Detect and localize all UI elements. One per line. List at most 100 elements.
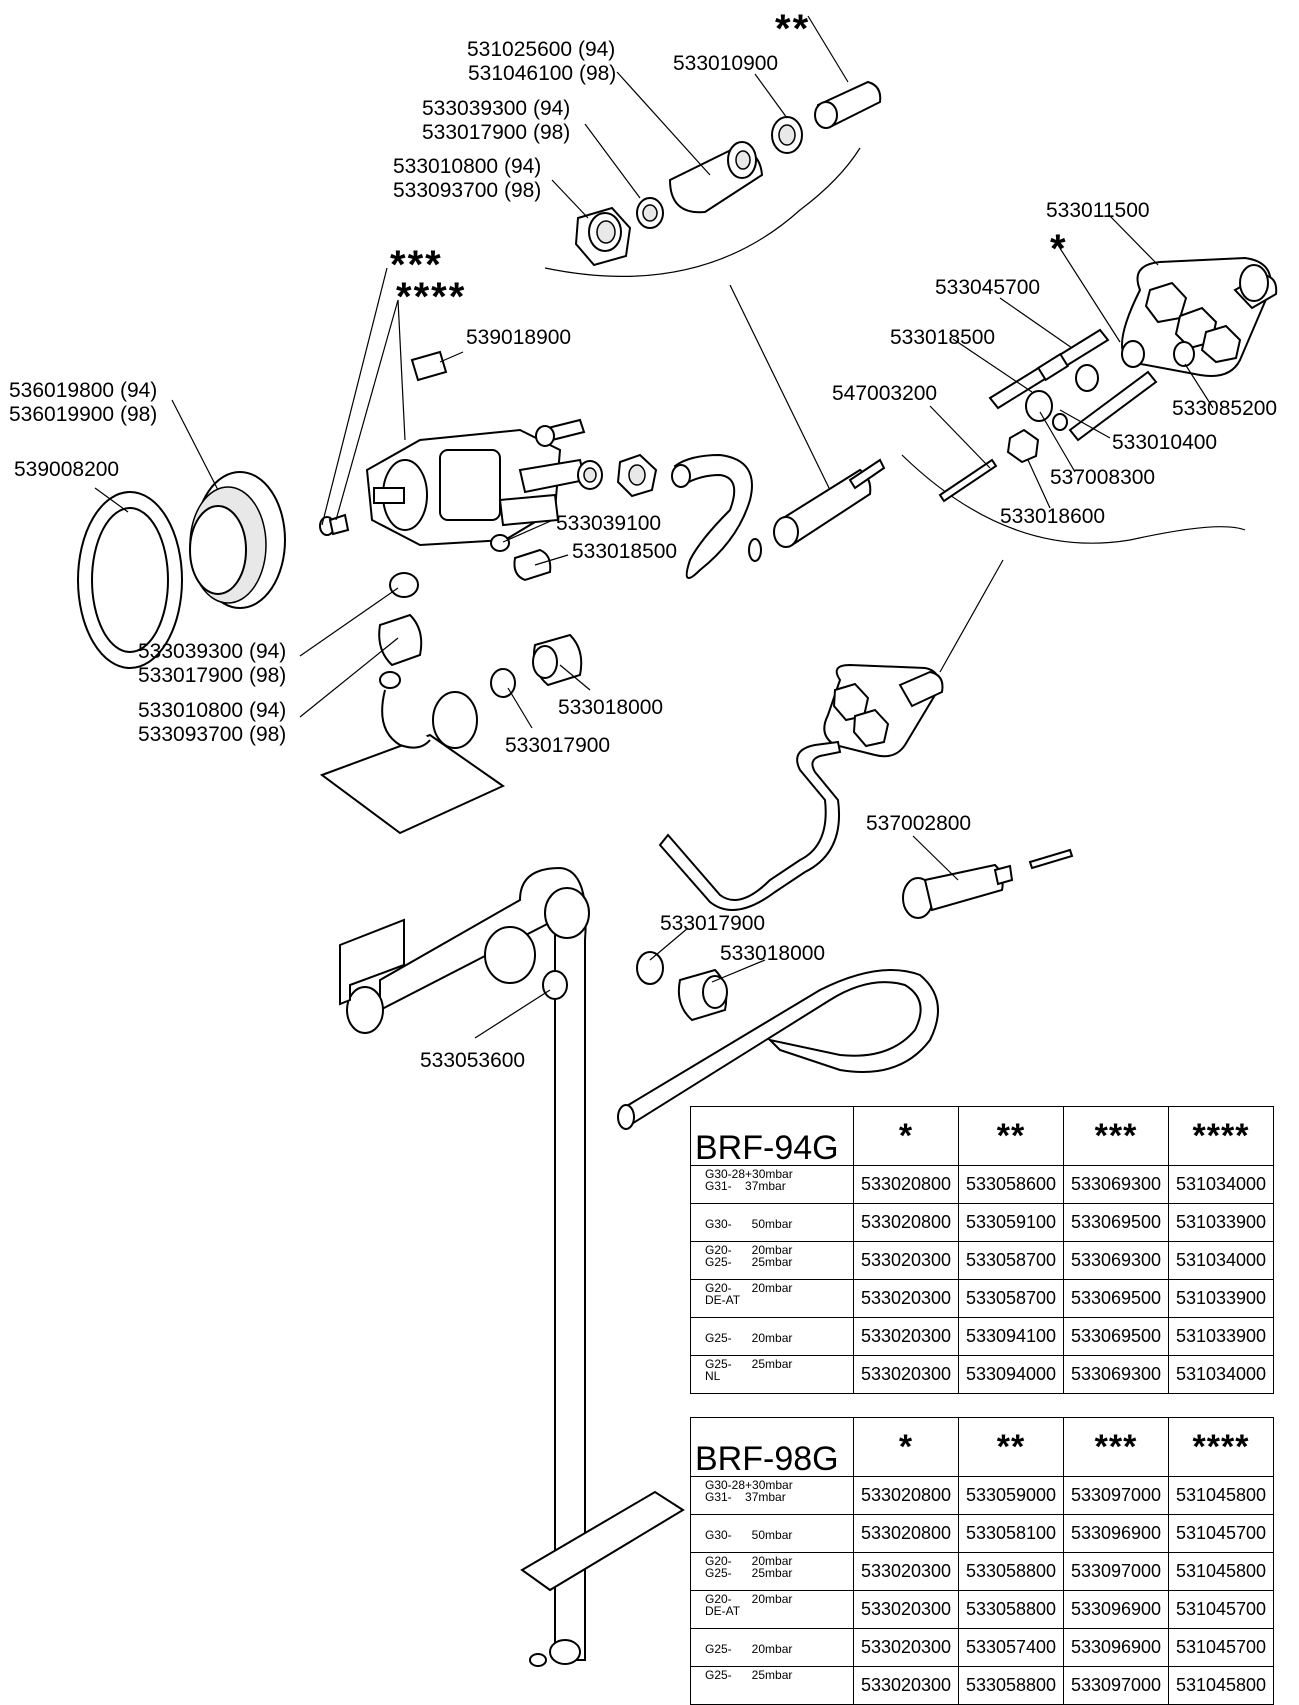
part-number-cell: 533020300 (853, 1628, 959, 1667)
label-531046100: 531046100 (98) (468, 62, 616, 85)
part-knob (189, 471, 286, 609)
part-number-cell: 531045800 (1168, 1552, 1274, 1591)
label-547003200: 547003200 (832, 382, 937, 405)
part-dial-ring (77, 491, 183, 669)
label-533018000-lower: 533018000 (720, 942, 825, 965)
detail-arc-top (544, 147, 861, 277)
table-model-title: BRF-94G (690, 1106, 854, 1166)
label-533018500-right: 533018500 (890, 326, 995, 349)
detail-link-right (939, 559, 1004, 673)
leader-lines (94, 15, 1214, 1039)
part-valve-fitting (535, 418, 586, 447)
part-number-cell: 531034000 (1168, 1355, 1274, 1394)
part-thermocouple-lower (902, 848, 1074, 919)
label-533017900-bottom: 533017900 (98) (138, 664, 286, 687)
part-olive-mid (577, 460, 603, 490)
label-537008300: 537008300 (1050, 466, 1155, 489)
part-number-cell: 533020300 (853, 1552, 959, 1591)
table-header-row: BRF-94G * ** *** **** (690, 1106, 1274, 1166)
label-539018900: 539018900 (466, 326, 571, 349)
label-533010800-bottom: 533010800 (94) (138, 699, 286, 722)
label-533018500-mid: 533018500 (572, 540, 677, 563)
part-number-cell: 533059100 (958, 1203, 1064, 1242)
exploded-parts-diagram: 531025600 (94) 531046100 (98) 533010900 … (9, 7, 1278, 1667)
part-number-cell: 533094000 (958, 1355, 1064, 1394)
part-pilot-assembly-mid (823, 663, 944, 758)
label-536019900: 536019900 (98) (9, 403, 157, 426)
star-callout-3: *** (390, 243, 443, 287)
part-pilot-tube-end2 (748, 538, 762, 562)
part-nut-bottom (378, 613, 423, 667)
label-533018000-mid: 533018000 (558, 696, 663, 719)
table-row: G25- 25mbar 533020300 533058800 53309700… (690, 1666, 1274, 1705)
part-olive-bottom (389, 572, 419, 598)
label-539008200: 539008200 (14, 458, 119, 481)
part-small-nut-b (1006, 428, 1040, 464)
part-injector-tube (1068, 364, 1158, 442)
part-number-cell: 533058700 (958, 1241, 1064, 1280)
label-533045700: 533045700 (935, 276, 1040, 299)
part-pilot-adjuster (410, 350, 448, 382)
part-burner-manifold (339, 866, 590, 1661)
part-thermocouple-socket (668, 141, 764, 214)
part-number-cell: 531034000 (1168, 1241, 1274, 1280)
label-533017900-mid: 533017900 (505, 734, 610, 757)
part-small-nut-a (1025, 390, 1053, 422)
detail-link-top (729, 284, 831, 491)
part-number-cell: 531033900 (1168, 1317, 1274, 1356)
label-533017900-top: 533017900 (98) (422, 121, 570, 144)
part-sleeve-lower (677, 968, 728, 1022)
part-number-cell: 531033900 (1168, 1279, 1274, 1318)
part-number-cell: 533020300 (853, 1666, 959, 1705)
part-number-cell: 533058100 (958, 1514, 1064, 1553)
part-bottom-bracket (520, 1490, 685, 1667)
gas-type-cell: G25- 25mbar (690, 1666, 854, 1705)
part-number-cell: 533069500 (1063, 1203, 1169, 1242)
gas-type-cell: G30- 50mbar (690, 1514, 854, 1553)
part-nut-small (513, 548, 552, 582)
label-537002800: 537002800 (866, 812, 971, 835)
part-number-cell: 533058800 (958, 1590, 1064, 1629)
part-number-cell: 533020800 (853, 1165, 959, 1204)
table-header-star1: * (853, 1417, 959, 1477)
part-number-cell: 533094100 (958, 1317, 1064, 1356)
star-callout-4: **** (396, 275, 466, 319)
part-number-cell: 531045800 (1168, 1666, 1274, 1705)
label-533093700-top: 533093700 (98) (393, 179, 541, 202)
part-number-cell: 533097000 (1063, 1476, 1169, 1515)
part-number-cell: 533069300 (1063, 1165, 1169, 1204)
table-row: G25- 20mbar 533020300 533057400 53309690… (690, 1628, 1274, 1667)
label-536019800: 536019800 (94) (9, 379, 157, 402)
star-callout-2: ** (775, 7, 810, 51)
part-small-nut-right (1121, 340, 1145, 368)
part-number-cell: 533020800 (853, 1476, 959, 1515)
table-header-row: BRF-98G * ** *** **** (690, 1417, 1274, 1477)
part-number-cell: 533057400 (958, 1628, 1064, 1667)
part-number-cell: 533069500 (1063, 1317, 1169, 1356)
part-olive-lower (636, 951, 664, 985)
part-number-cell: 533096900 (1063, 1590, 1169, 1629)
label-533039300-top: 533039300 (94) (422, 97, 570, 120)
part-electrode-rod (988, 328, 1110, 410)
label-533039300-bottom: 533039300 (94) (138, 640, 286, 663)
label-533010900: 533010900 (673, 52, 778, 75)
part-number-cell: 533020300 (853, 1590, 959, 1629)
table-header-star3: *** (1063, 1417, 1169, 1477)
detail-arc-right (901, 454, 1246, 544)
part-number-cell: 533020800 (853, 1203, 959, 1242)
part-number-cell: 533020300 (853, 1355, 959, 1394)
gas-type-cell: G25- 20mbar (690, 1317, 854, 1356)
part-pin-left (938, 458, 998, 503)
part-burner-ring (617, 969, 939, 1130)
part-number-cell: 531045700 (1168, 1590, 1274, 1629)
part-connector-top (814, 80, 882, 129)
